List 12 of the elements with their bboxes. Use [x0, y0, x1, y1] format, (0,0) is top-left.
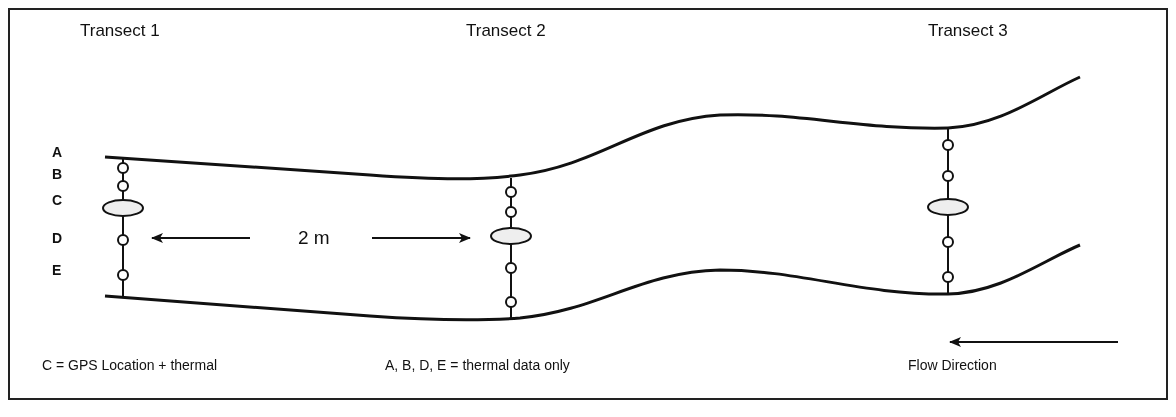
point-letter: A	[52, 144, 63, 162]
dimension-label: 2 m	[298, 226, 330, 250]
transect-title: Transect 2	[466, 20, 546, 42]
point-letter: D	[52, 230, 63, 248]
transect-title: Transect 3	[928, 20, 1008, 42]
legend-note: A, B, D, E = thermal data only	[385, 357, 570, 375]
legend-note: C = GPS Location + thermal	[42, 357, 218, 375]
point-letter: C	[52, 192, 63, 210]
transect-title: Transect 1	[80, 20, 160, 42]
point-letter: B	[52, 166, 63, 184]
point-letter: E	[52, 262, 62, 280]
direction-label: Flow Direction	[908, 357, 997, 375]
